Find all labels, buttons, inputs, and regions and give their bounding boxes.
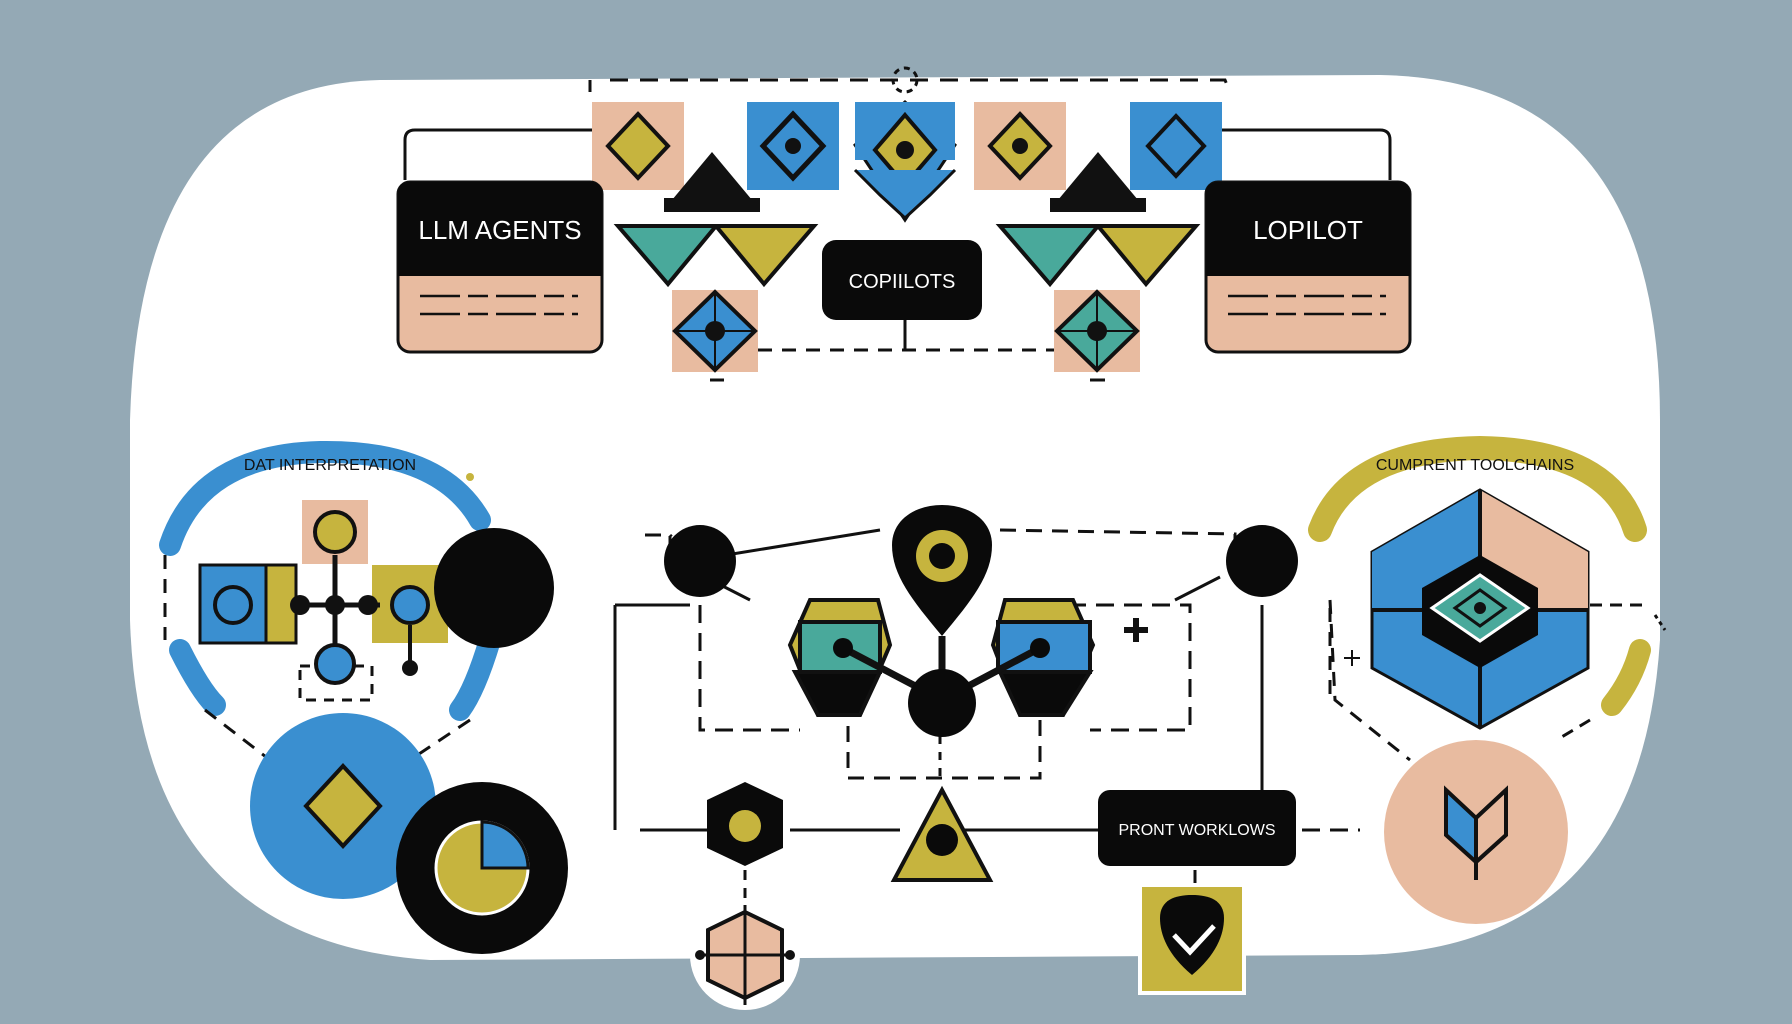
shield-check-icon: [1138, 883, 1246, 995]
left-blue-circle: [250, 713, 436, 899]
copilots-node: COPIILOTS: [822, 240, 982, 320]
prompt-workflows-node: PRONT WORKLOWS: [1098, 790, 1296, 866]
top-tile-1: [592, 102, 684, 190]
diamond-icon: [1145, 113, 1207, 179]
prompt-workflows-label: PRONT WORKLOWS: [1118, 822, 1275, 839]
top-lower-tile-left: [672, 289, 758, 373]
component-toolchains-arc: [1308, 435, 1651, 716]
bottom-peach-node: [690, 900, 800, 1010]
center-connectors: [613, 528, 1411, 920]
lopilot-label: LOPILOT: [1253, 215, 1363, 245]
data-interpretation-arc: [159, 440, 501, 721]
top-tile-center: [853, 100, 957, 223]
map-pin-icon: [892, 505, 992, 636]
lopilot-card: LOPILOT: [1204, 180, 1412, 354]
hexagon-icon: [1370, 488, 1590, 730]
copilots-label: COPIILOTS: [849, 271, 956, 293]
center-hub: [908, 669, 976, 737]
top-lower-tile-right: [1054, 289, 1140, 373]
plus-icon: [1344, 650, 1360, 666]
left-black-circle: [434, 528, 554, 648]
data-interpretation-label: DAT INTERPRETATION: [244, 457, 416, 474]
component-toolchains-label: CUMPRENT TOOLCHAINS: [1376, 457, 1574, 474]
chevron-icon: [1474, 785, 1508, 867]
hub-joint: [833, 638, 853, 658]
hub-joint: [1030, 638, 1050, 658]
llm-agents-label: LLM AGENTS: [418, 215, 581, 245]
top-tile-5: [1130, 102, 1222, 190]
left-node-grid: [198, 500, 448, 685]
right-peach-circle: [1384, 740, 1568, 924]
plus-icon: [1124, 618, 1148, 642]
top-tile-4: [974, 102, 1066, 190]
triangle-icon: [890, 785, 994, 882]
right-connectors: [1328, 603, 1667, 740]
center-node-left: [664, 525, 736, 597]
diamond-icon: [303, 763, 383, 849]
pie-chart-icon: [396, 782, 568, 954]
triangle-icon: [664, 152, 760, 212]
diamond-icon: [605, 111, 671, 181]
llm-agents-card: LLM AGENTS: [396, 180, 604, 354]
center-node-right: [1226, 525, 1298, 597]
top-connectors: [403, 66, 1392, 382]
triangle-icon: [1050, 152, 1146, 212]
chevron-icon: [613, 224, 819, 288]
left-connectors: [163, 473, 474, 762]
top-tile-2: [747, 102, 839, 190]
hexagon-icon: [707, 782, 783, 866]
chevron-icon: [995, 224, 1201, 288]
